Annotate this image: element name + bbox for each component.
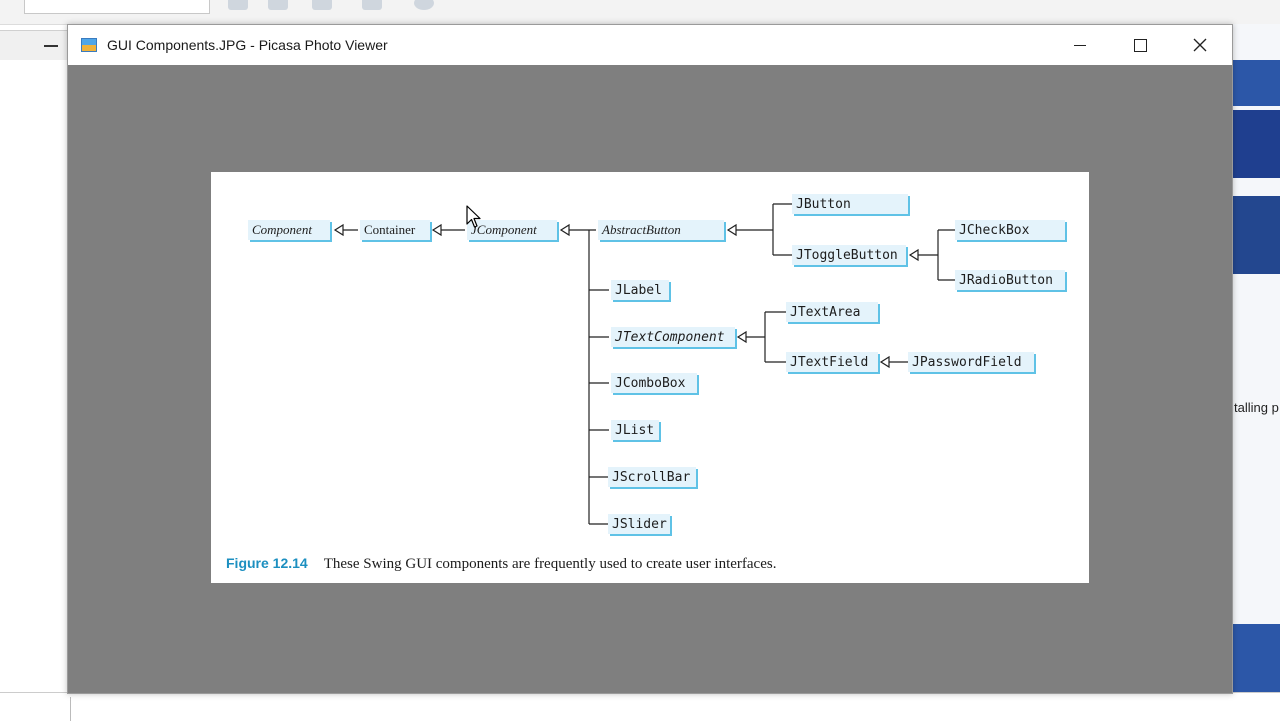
background-blue-block: [1232, 196, 1280, 274]
background-toolbar-icon: [268, 0, 288, 10]
hierarchy-connectors: [333, 203, 956, 525]
inherit-arrow-icon: [726, 223, 737, 237]
node-jpasswordfield: JPasswordField: [908, 352, 1034, 372]
maximize-icon: [1133, 38, 1147, 52]
node-jcomponent: JComponent: [467, 220, 557, 240]
background-toolbar-icon: [362, 0, 382, 10]
background-text-fragment: talling p: [1234, 400, 1279, 415]
inherit-arrow-icon: [559, 223, 570, 237]
node-jcheckbox: JCheckBox: [955, 220, 1065, 240]
node-jbutton: JButton: [792, 194, 908, 214]
node-jcombobox: JComboBox: [611, 373, 697, 393]
background-toolbar-icon: [414, 0, 434, 10]
node-jtogglebutton: JToggleButton: [792, 245, 906, 265]
node-jtextcomponent: JTextComponent: [611, 327, 735, 347]
displayed-photo[interactable]: Component Container JComponent AbstractB…: [211, 172, 1089, 583]
background-bottom-bar: [0, 690, 1280, 721]
node-jradiobutton: JRadioButton: [955, 270, 1065, 290]
node-abstractbutton: AbstractButton: [598, 220, 724, 240]
inherit-arrow-icon: [736, 330, 747, 344]
background-blue-block: [1232, 624, 1280, 692]
photo-stage[interactable]: Component Container JComponent AbstractB…: [68, 65, 1232, 693]
background-left-panel: [0, 60, 68, 720]
node-jlist: JList: [611, 420, 659, 440]
mouse-pointer-icon: [466, 205, 481, 228]
node-container: Container: [360, 220, 430, 240]
background-toolbar: [0, 0, 1280, 25]
background-address-field: [24, 0, 210, 14]
inherit-arrow-icon: [431, 223, 442, 237]
node-jscrollbar: JScrollBar: [608, 467, 696, 487]
node-jlabel: JLabel: [611, 280, 669, 300]
title-bar[interactable]: GUI Components.JPG - Picasa Photo Viewer: [68, 25, 1232, 65]
node-jtextarea: JTextArea: [786, 302, 878, 322]
inherit-arrow-icon: [333, 223, 344, 237]
minimize-icon: [1074, 44, 1086, 46]
inherit-arrow-icon: [879, 355, 890, 369]
background-divider: [70, 697, 71, 721]
figure-caption: Figure 12.14 These Swing GUI components a…: [226, 555, 776, 573]
node-component: Component: [248, 220, 330, 240]
background-toolbar-icon: [228, 0, 248, 10]
background-panel-header: [0, 30, 68, 62]
inherit-arrow-icon: [908, 248, 919, 262]
minimize-button[interactable]: [1050, 25, 1110, 65]
node-jtextfield: JTextField: [786, 352, 878, 372]
background-play-icon: [312, 0, 332, 10]
figure-label: Figure 12.14: [226, 555, 308, 571]
node-jslider: JSlider: [608, 514, 670, 534]
background-blue-block: [1232, 110, 1280, 178]
close-button[interactable]: [1170, 25, 1230, 65]
photo-viewer-window: GUI Components.JPG - Picasa Photo Viewer: [67, 24, 1233, 694]
close-icon: [1193, 38, 1207, 52]
background-minimize-icon: [44, 45, 58, 47]
picasa-app-icon: [81, 38, 97, 52]
background-right-panel: talling p: [1232, 24, 1280, 720]
maximize-button[interactable]: [1110, 25, 1170, 65]
figure-caption-text: These Swing GUI components are frequentl…: [323, 556, 777, 572]
background-blue-block: [1232, 60, 1280, 106]
window-title: GUI Components.JPG - Picasa Photo Viewer: [107, 37, 388, 53]
